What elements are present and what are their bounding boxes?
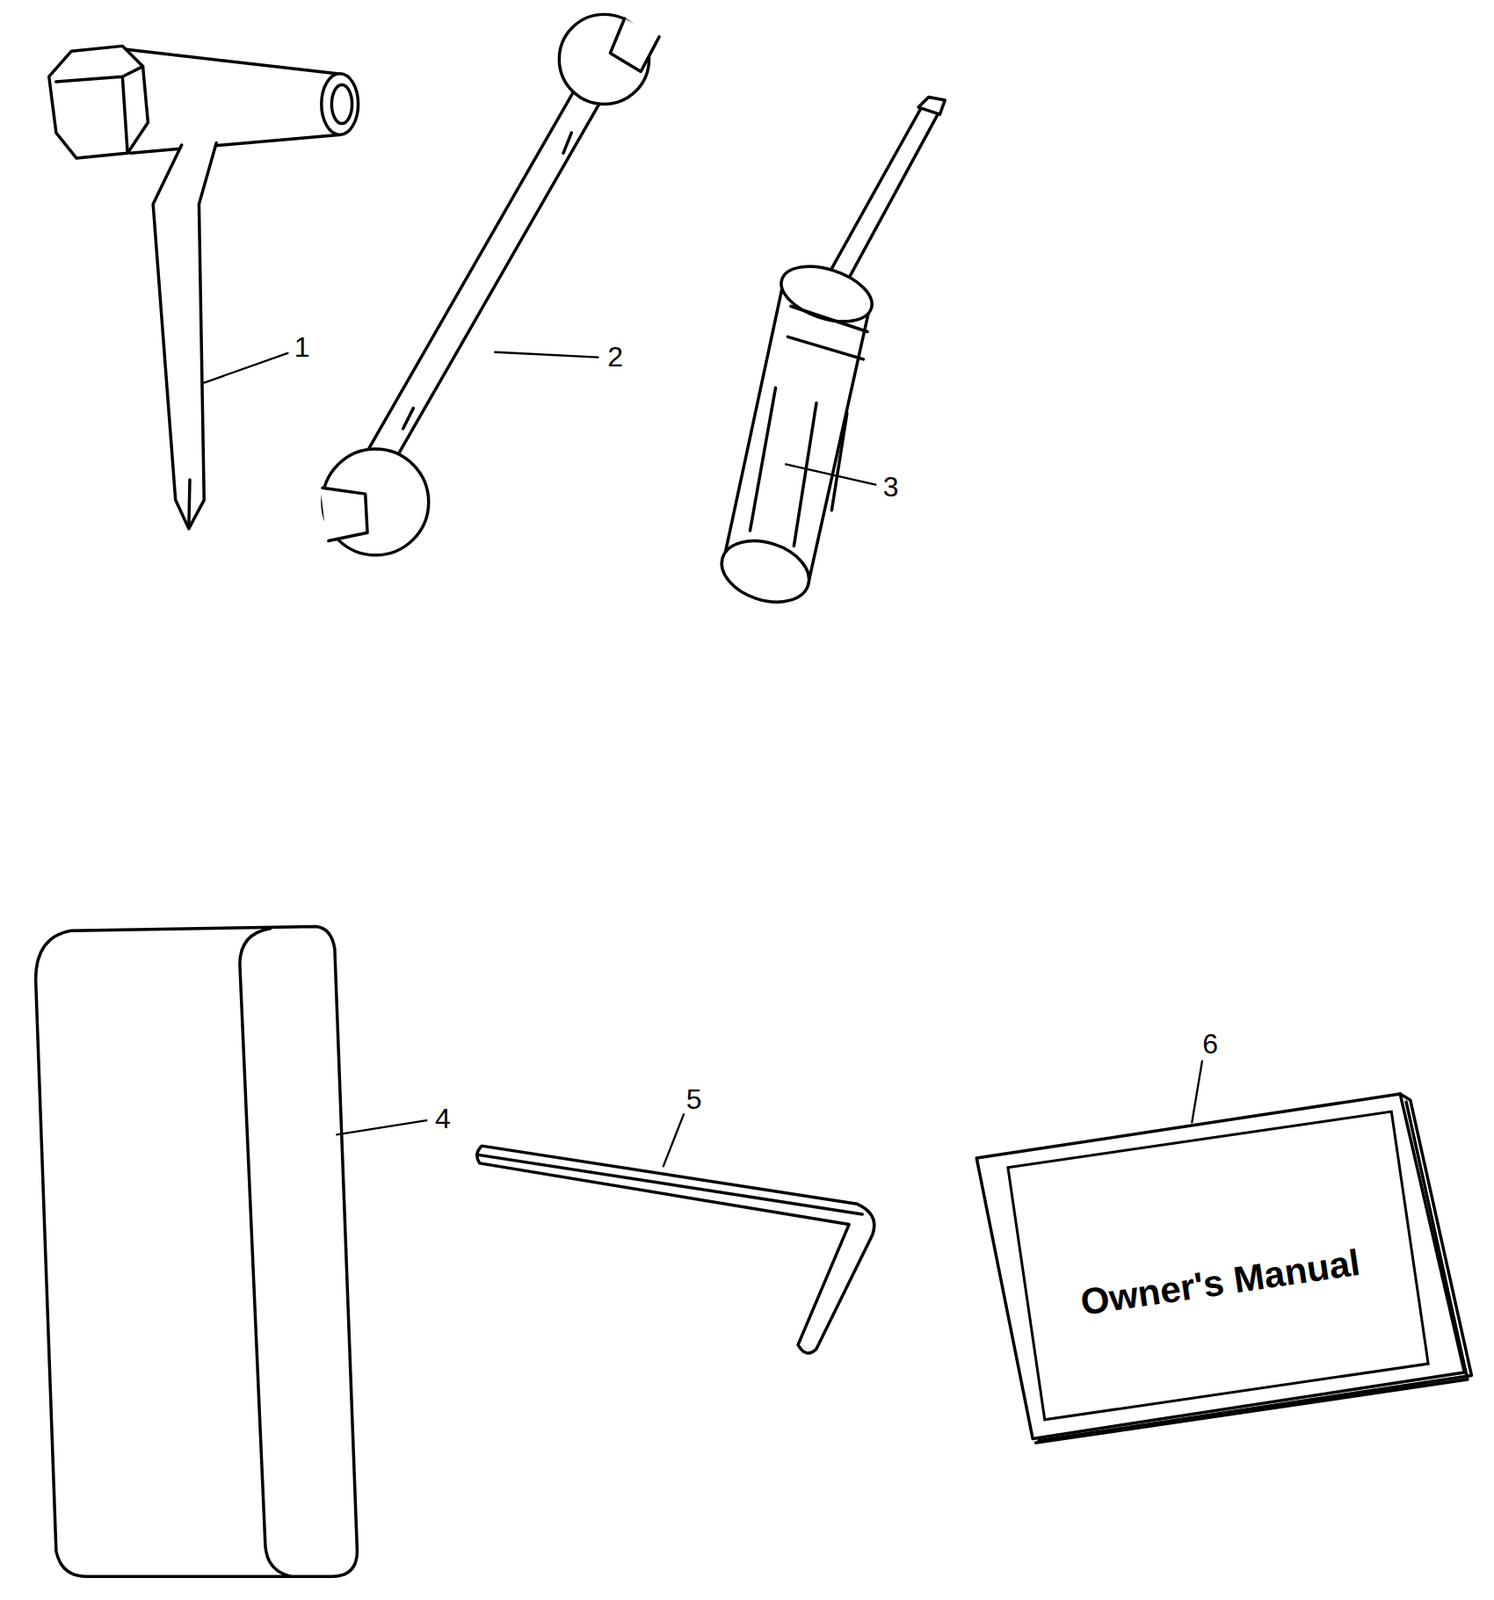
callout-number: 5 [684,1084,704,1115]
owners-manual-book [976,1094,1472,1444]
manual-cover: Owner's Manual [1006,1109,1429,1422]
callout-number: 6 [1200,1029,1220,1059]
cover-title: Owner's Manual [1077,1241,1363,1325]
callout-number: 2 [605,341,625,372]
leader-lines [203,352,1203,1168]
callout-number: 4 [433,1103,453,1134]
socket-wrench [49,45,359,529]
open-end-wrench [320,14,660,555]
hex-key [477,1145,875,1354]
callout-number: 3 [881,471,901,502]
callout-number: 1 [292,332,312,363]
screwdriver [713,96,945,613]
tool-pouch [36,926,358,1577]
